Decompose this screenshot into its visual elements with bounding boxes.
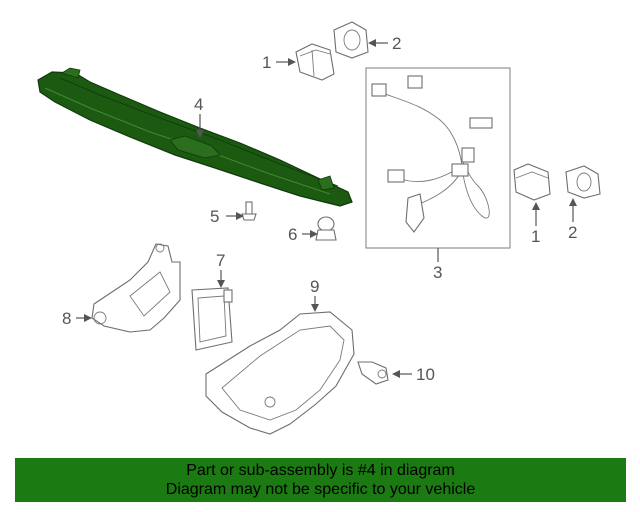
part-2-retainer-upper[interactable] [333,21,369,59]
part-3-harness-box[interactable] [365,67,511,249]
callout-2-upper: 2 [392,34,401,53]
leader-lines [76,39,577,378]
part-6-clip[interactable] [315,216,337,241]
part-5-bolt[interactable] [241,201,257,221]
part-9-cover[interactable] [205,311,355,435]
callout-7: 7 [216,251,225,270]
callout-4: 4 [194,95,203,114]
callout-3: 3 [433,263,442,282]
part-1-sensor-right[interactable] [513,163,551,201]
callout-8: 8 [62,309,71,328]
info-banner: Part or sub-assembly is #4 in diagram Di… [15,458,626,502]
part-7-module[interactable] [191,287,233,351]
callout-1-upper: 1 [262,53,271,72]
banner-line-1: Part or sub-assembly is #4 in diagram [186,462,455,479]
part-8-mount-bracket[interactable] [91,243,181,333]
callout-2-right: 2 [568,223,577,242]
callout-1-right: 1 [531,227,540,246]
part-1-bracket-upper[interactable] [295,43,335,81]
part-4-beam[interactable] [37,67,353,207]
callout-10: 10 [416,365,435,384]
part-10-bolt[interactable] [357,361,389,385]
callout-6: 6 [288,225,297,244]
callout-5: 5 [210,207,219,226]
part-2-retainer-right[interactable] [565,165,601,199]
callout-9: 9 [310,277,319,296]
banner-line-2: Diagram may not be specific to your vehi… [165,481,476,498]
parts-diagram: 1 2 4 5 6 3 1 2 7 8 9 10 [37,21,601,435]
